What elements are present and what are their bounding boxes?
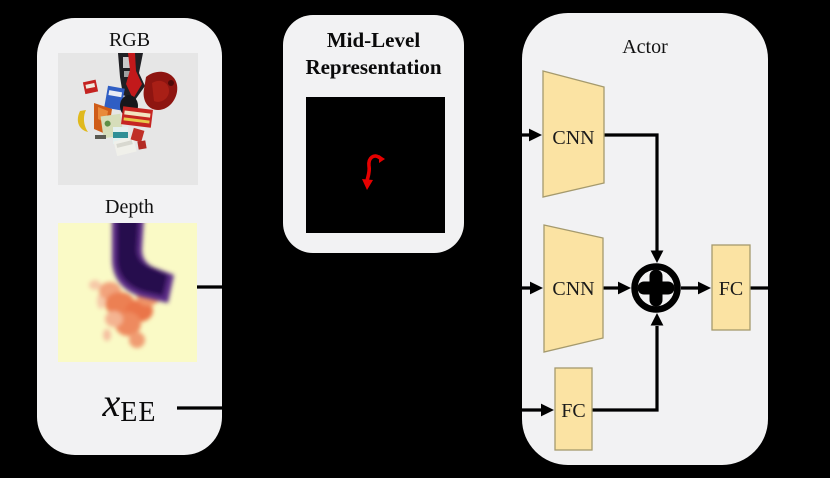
midlevel-image-background — [306, 97, 445, 233]
inputs-panel: RGB — [37, 18, 222, 455]
midlevel-title: Mid-Level Representation — [283, 27, 464, 81]
actor-panel: Actor — [522, 13, 768, 465]
actor-title: Actor — [622, 36, 668, 58]
ee-subscript: EE — [120, 397, 157, 428]
depth-arm — [112, 223, 174, 303]
depth-observation-image — [58, 223, 197, 362]
midlevel-panel: Mid-Level Representation — [283, 15, 464, 253]
midlevel-representation-image — [306, 97, 445, 233]
depth-label: Depth — [105, 196, 154, 218]
clutter-objects — [77, 71, 178, 157]
rgb-label: RGB — [108, 29, 151, 51]
red-affordance-mark-icon — [362, 154, 385, 190]
gripper-icon — [118, 53, 145, 100]
rgb-observation-image — [58, 53, 198, 185]
midlevel-title-line2: Representation — [305, 55, 442, 79]
midlevel-title-line1: Mid-Level — [326, 28, 421, 52]
ee-x-symbol: x — [102, 380, 121, 425]
